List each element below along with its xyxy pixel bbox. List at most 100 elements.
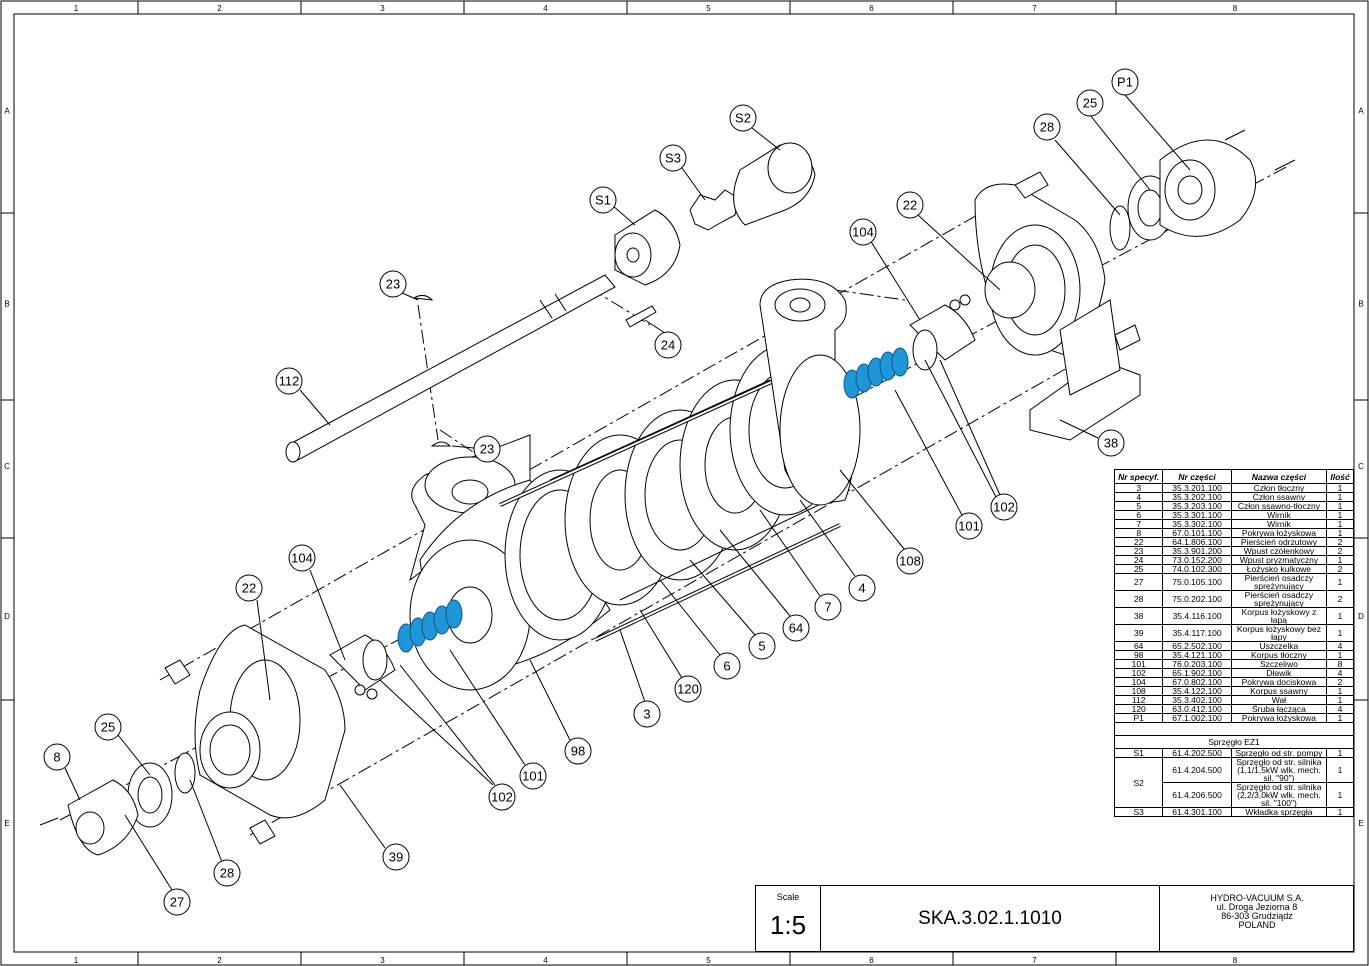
balloon-label: 104: [852, 225, 874, 240]
part-balloon: 5: [748, 632, 776, 660]
part-no-cell: 61.4.206.500: [1162, 782, 1232, 808]
part-name-cell: Sprzęgło od str. silnika (1,1/1,5kW wlk.…: [1230, 757, 1328, 783]
spec-no-cell: S2: [1113, 757, 1164, 808]
inner-border: [13, 13, 1355, 953]
balloon-label: 108: [899, 554, 921, 569]
table-spacer-row: [1114, 722, 1354, 736]
zone-column-label: 5: [706, 956, 711, 965]
bearing-housing-with-foot: [974, 171, 1141, 441]
balloon-circle: [654, 331, 682, 359]
balloon-label: 64: [789, 621, 803, 636]
balloon-label: 22: [903, 198, 917, 213]
balloon-circle: [1097, 429, 1125, 457]
balloon-label: 102: [993, 500, 1015, 515]
balloon-circle: [674, 675, 702, 703]
part-balloon: 7: [814, 593, 842, 621]
company-name: HYDRO-VACUUM S.A.: [1210, 893, 1304, 903]
part-balloon: 8: [43, 743, 71, 771]
balloon-circle: [713, 652, 741, 680]
coupling-section-row: Sprzęgło EZ1: [1114, 735, 1354, 749]
zone-row-label: C: [4, 462, 10, 471]
zone-column-label: 6: [869, 956, 874, 965]
part-balloon: 4: [848, 574, 876, 602]
spacer-cell: [1114, 722, 1354, 736]
part-balloon: P1: [1111, 68, 1139, 96]
part-no-cell: 61.4.301.100: [1162, 807, 1232, 817]
part-balloon: 27: [163, 888, 191, 916]
balloon-circle: [729, 104, 757, 132]
balloon-label: S2: [735, 111, 751, 126]
part-balloon: 28: [1033, 113, 1061, 141]
part-no-cell: 75.0.202.100: [1162, 590, 1232, 608]
balloon-circle: [1076, 89, 1104, 117]
coupling: [614, 142, 816, 286]
quantity-cell: 1: [1326, 757, 1354, 783]
balloon-circle: [748, 632, 776, 660]
balloon-circle: [43, 743, 71, 771]
balloon-label: 39: [389, 850, 403, 865]
quantity-cell: 1: [1326, 748, 1354, 758]
header-quantity: Ilość: [1326, 469, 1354, 484]
packing-rings-right: [843, 347, 909, 399]
suction-casing: [759, 278, 861, 506]
zone-row-label: A: [1358, 107, 1364, 116]
quantity-cell: 1: [1326, 713, 1354, 723]
zone-column-label: 6: [869, 4, 874, 13]
balloon-label: 8: [53, 750, 60, 765]
part-balloon: S3: [659, 144, 687, 172]
balloon-label: 98: [571, 744, 585, 759]
spec-no-cell: 27: [1113, 573, 1164, 591]
part-no-cell: 74.0.102.300: [1162, 564, 1232, 574]
part-balloon: 101: [955, 512, 983, 540]
balloon-label: 28: [1040, 120, 1054, 135]
balloon-label: 3: [643, 707, 650, 722]
balloon-label: 104: [291, 551, 313, 566]
spec-no-cell: S1: [1113, 748, 1164, 758]
part-name-cell: Wkładka sprzęgła: [1230, 807, 1328, 817]
balloon-label: 23: [480, 442, 494, 457]
part-balloon: 28: [213, 859, 241, 887]
packing-rings-left: [397, 599, 463, 653]
glands-right: [909, 294, 976, 371]
balloon-label: 112: [279, 374, 300, 389]
spec-no-cell: 39: [1113, 624, 1164, 642]
zone-column-label: 2: [217, 956, 222, 965]
balloon-circle: [782, 614, 810, 642]
balloon-circle: [473, 435, 501, 463]
balloon-circle: [896, 547, 924, 575]
quantity-cell: 1: [1326, 573, 1354, 591]
company-street: ul. Droga Jeziorna 8: [1216, 902, 1298, 912]
part-balloon: 24: [654, 331, 682, 359]
balloon-circle: [275, 367, 303, 395]
part-balloon: 102: [990, 493, 1018, 521]
balloon-circle: [519, 762, 547, 790]
balloon-label: 38: [1104, 436, 1118, 451]
balloon-circle: [163, 888, 191, 916]
part-no-cell: 61.4.202.500: [1162, 748, 1232, 758]
zone-row-label: D: [4, 612, 10, 621]
bearing-assembly-left: [39, 752, 196, 856]
zone-row-label: C: [1358, 462, 1364, 471]
woodruff-key-lower: [430, 441, 452, 447]
balloon-label: 101: [958, 519, 980, 534]
part-balloon: 102: [488, 783, 516, 811]
part-balloon: 108: [896, 547, 924, 575]
company-country: POLAND: [1238, 920, 1276, 930]
balloon-label: 24: [661, 338, 675, 353]
